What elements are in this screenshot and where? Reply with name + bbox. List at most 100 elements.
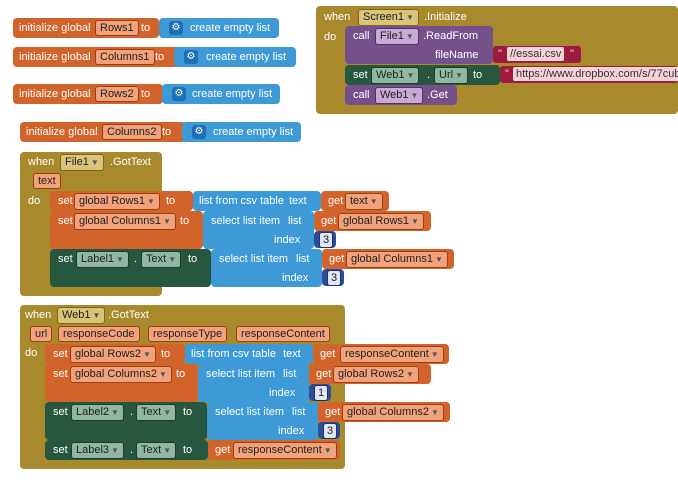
variable-dropdown[interactable]: global Columns1▼ <box>346 251 448 268</box>
set-label2-text-block[interactable]: set Label2▼ . Text▼ to <box>45 402 207 440</box>
variable-dropdown[interactable]: global Rows1▼ <box>338 213 424 230</box>
chevron-down-icon: ▼ <box>323 446 332 455</box>
variable-dropdown[interactable]: global Rows2▼ <box>70 346 156 363</box>
set-global-rows2-block[interactable]: set global Rows2▼ to <box>45 344 185 364</box>
variable-dropdown[interactable]: global Rows2▼ <box>333 366 419 383</box>
string-literal-block[interactable]: " https://www.dropbox.com/s/77cub <box>500 66 678 83</box>
global-name-field[interactable]: Rows1 <box>95 20 139 36</box>
call-web1-get-block[interactable]: call Web1▼ .Get <box>345 85 457 105</box>
number-block[interactable]: 3 <box>322 269 344 286</box>
get-global-columns2-block[interactable]: get global Columns2▼ <box>318 402 450 422</box>
variable-dropdown[interactable]: responseContent▼ <box>340 346 444 363</box>
variable-name: global Columns1 <box>79 215 161 227</box>
property-dropdown[interactable]: Url▼ <box>434 67 468 84</box>
number-value[interactable]: 3 <box>323 423 338 439</box>
chevron-down-icon: ▼ <box>405 13 414 22</box>
component-name: Label1 <box>81 253 115 265</box>
create-empty-list-block[interactable]: ⚙ create empty list <box>174 47 296 67</box>
set-label1-text-block[interactable]: set Label1▼ . Text▼ to <box>50 249 211 287</box>
set-global-rows1-block[interactable]: set global Rows1▼ to <box>50 191 193 211</box>
property-dropdown[interactable]: Text▼ <box>136 404 177 421</box>
variable-dropdown[interactable]: responseContent▼ <box>233 442 337 459</box>
number-block[interactable]: 3 <box>314 231 336 248</box>
component-dropdown[interactable]: Web1▼ <box>375 87 424 104</box>
select-list-item-block[interactable]: select list item list index <box>211 249 322 287</box>
variable-dropdown[interactable]: global Columns2▼ <box>342 404 444 421</box>
event-param-responsecontent[interactable]: responseContent <box>236 326 330 342</box>
variable-dropdown[interactable]: global Rows1▼ <box>74 193 160 210</box>
gear-icon[interactable]: ⚙ <box>169 21 183 35</box>
number-value[interactable]: 3 <box>319 232 334 248</box>
do-keyword: do <box>25 347 38 359</box>
create-empty-list-block[interactable]: ⚙ create empty list <box>182 122 301 142</box>
number-value[interactable]: 3 <box>327 270 342 286</box>
chevron-down-icon: ▼ <box>163 446 172 455</box>
component-dropdown[interactable]: Label2▼ <box>71 404 124 421</box>
set-global-columns2-block[interactable]: set global Columns2▼ to <box>45 364 198 402</box>
property-dropdown[interactable]: Text▼ <box>136 442 177 459</box>
gear-icon[interactable]: ⚙ <box>172 87 186 101</box>
init-global-columns1-block[interactable]: initialize global Columns1 to <box>13 47 182 67</box>
get-text-block[interactable]: get text▼ <box>321 191 389 211</box>
index-label: index <box>269 387 296 399</box>
event-param-text[interactable]: text <box>33 173 61 189</box>
call-file1-readfrom-block[interactable]: call File1▼ .ReadFrom fileName <box>345 26 493 64</box>
get-responsecontent-block[interactable]: get responseContent▼ <box>208 440 340 460</box>
variable-dropdown[interactable]: global Columns2▼ <box>70 366 172 383</box>
init-global-rows1-block[interactable]: initialize global Rows1 to <box>13 18 159 38</box>
get-global-rows1-block[interactable]: get global Rows1▼ <box>314 211 431 231</box>
create-empty-list-block[interactable]: ⚙ create empty list <box>159 18 279 38</box>
global-name-field[interactable]: Columns2 <box>102 124 162 140</box>
event-param-url[interactable]: url <box>30 326 53 342</box>
list-from-csv-table-block[interactable]: list from csv table text <box>193 191 321 211</box>
property-dropdown[interactable]: Text▼ <box>141 251 182 268</box>
init-global-rows2-block[interactable]: initialize global Rows2 to <box>13 84 163 104</box>
event-param-responsetype[interactable]: responseType <box>148 326 228 342</box>
init-global-columns2-block[interactable]: initialize global Columns2 to <box>20 122 186 142</box>
list-from-csv-table-block[interactable]: list from csv table text <box>185 344 313 364</box>
number-value[interactable]: 1 <box>314 385 329 401</box>
global-name-field[interactable]: Columns1 <box>95 49 155 65</box>
select-list-item-block[interactable]: select list item list index <box>198 364 309 402</box>
index-label: index <box>274 234 301 246</box>
chevron-down-icon: ▼ <box>410 91 419 100</box>
number-block[interactable]: 1 <box>309 384 331 401</box>
component-dropdown[interactable]: File1▼ <box>375 28 419 45</box>
component-dropdown[interactable]: File1▼ <box>60 154 104 171</box>
set-web1-url-block[interactable]: set Web1▼ . Url▼ to <box>345 65 500 85</box>
method-name: .Get <box>427 89 448 101</box>
do-keyword: do <box>28 195 41 207</box>
variable-dropdown[interactable]: text▼ <box>345 193 383 210</box>
component-dropdown[interactable]: Web1▼ <box>57 307 106 324</box>
chevron-down-icon: ▼ <box>455 71 463 80</box>
global-name-field[interactable]: Rows2 <box>95 86 139 102</box>
variable-name: responseContent <box>345 348 429 360</box>
to-label: to <box>180 215 190 227</box>
create-empty-list-block[interactable]: ⚙ create empty list <box>162 84 280 104</box>
component-dropdown[interactable]: Label1▼ <box>76 251 129 268</box>
get-global-columns1-block[interactable]: get global Columns1▼ <box>322 249 454 269</box>
chevron-down-icon: ▼ <box>406 370 414 379</box>
component-dropdown[interactable]: Screen1▼ <box>358 9 419 26</box>
variable-dropdown[interactable]: global Columns1▼ <box>74 213 176 230</box>
component-dropdown[interactable]: Web1▼ <box>371 67 420 84</box>
event-param-responsecode[interactable]: responseCode <box>58 326 140 342</box>
get-responsecontent-block[interactable]: get responseContent▼ <box>313 344 449 364</box>
gear-icon[interactable]: ⚙ <box>192 125 206 139</box>
get-global-rows2-block[interactable]: get global Rows2▼ <box>309 364 431 384</box>
arg-label: text <box>289 195 307 207</box>
set-label3-text-block[interactable]: set Label3▼ . Text▼ to <box>45 440 208 460</box>
gear-icon[interactable]: ⚙ <box>184 50 198 64</box>
set-global-columns1-block[interactable]: set global Columns1▼ to <box>50 211 203 249</box>
variable-name: text <box>350 195 368 207</box>
string-value[interactable]: https://www.dropbox.com/s/77cub <box>513 67 678 81</box>
component-dropdown[interactable]: Label3▼ <box>71 442 124 459</box>
string-literal-block[interactable]: " //essai.csv " <box>493 46 581 63</box>
event-name: .GotText <box>108 309 149 321</box>
chevron-down-icon: ▼ <box>434 255 443 264</box>
chevron-down-icon: ▼ <box>143 350 151 359</box>
select-list-item-block[interactable]: select list item list index <box>203 211 314 249</box>
select-list-item-block[interactable]: select list item list index <box>207 402 318 440</box>
string-value[interactable]: //essai.csv <box>507 47 565 61</box>
number-block[interactable]: 3 <box>318 422 340 439</box>
